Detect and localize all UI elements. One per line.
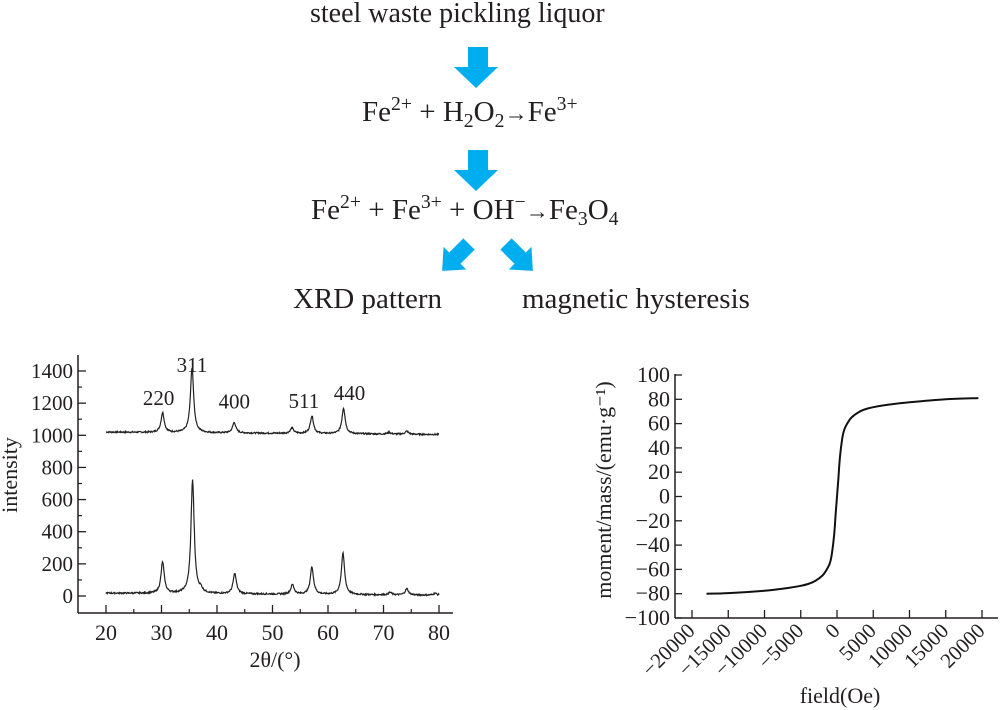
- xrd-y-tick-label: 1200: [31, 391, 73, 415]
- branch-label-magnetic: magnetic hysteresis: [522, 283, 750, 315]
- xrd-x-tick-label: 60: [317, 620, 339, 645]
- source-label: steel waste pickling liquor: [310, 0, 605, 29]
- xrd-y-tick-label: 200: [42, 552, 74, 576]
- eq2-o: O: [587, 194, 609, 226]
- hys-y-tick-label: −60: [636, 556, 670, 581]
- hys-y-tick-label: 80: [648, 386, 670, 411]
- hysteresis-curve: [706, 397, 979, 595]
- xrd-x-tick-label: 20: [95, 620, 117, 645]
- eq2-fe2: Fe: [311, 194, 340, 226]
- xrd-x-axis-title: 2θ/(°): [249, 647, 300, 672]
- hys-y-tick-label: −40: [636, 532, 670, 557]
- xrd-y-tick-label: 1400: [31, 359, 73, 383]
- branch-label-xrd: XRD pattern: [293, 283, 442, 315]
- xrd-peak-label: 511: [289, 389, 320, 413]
- down-arrow-icon: [454, 47, 498, 88]
- eq2-fe3: Fe: [391, 194, 421, 226]
- eq2-fe2-charge: 2+: [340, 191, 361, 214]
- xrd-y-axis-title: intensity: [0, 437, 22, 513]
- eq1-product-charge: 3+: [556, 93, 578, 116]
- xrd-y-tick-label: 800: [42, 455, 74, 479]
- down-arrow-icon: [454, 150, 498, 191]
- xrd-x-tick-label: 70: [373, 620, 395, 645]
- hys-y-tick-label: 100: [637, 362, 670, 387]
- eq1-o-sub: 2: [494, 109, 505, 132]
- xrd-y-tick-label: 600: [42, 488, 74, 512]
- eq2-plus2: +: [441, 194, 473, 226]
- xrd-series-lower: [105, 479, 440, 597]
- eq2-fe: Fe: [548, 194, 578, 226]
- eq1-fe-charge: 2+: [391, 93, 412, 116]
- xrd-y-tick-label: 0: [63, 584, 74, 608]
- xrd-peak-label: 220: [143, 386, 175, 410]
- hys-y-tick-label: 60: [648, 411, 670, 436]
- eq1-arrow: →: [504, 101, 528, 127]
- eq1-h: H: [442, 96, 464, 128]
- eq1-o: O: [473, 96, 495, 128]
- xrd-peak-label: 440: [334, 381, 366, 405]
- eq1-h-sub: 2: [463, 109, 474, 132]
- hys-y-tick-label: −100: [625, 605, 670, 630]
- xrd-x-tick-label: 40: [206, 620, 228, 645]
- hys-y-axis-title: moment/mass/(emu·g⁻¹): [591, 381, 616, 598]
- hys-x-axis-title: field(Oe): [800, 683, 881, 708]
- hys-x-tick-label: 0: [820, 619, 844, 643]
- eq1-fe: Fe: [362, 96, 391, 128]
- xrd-peak-label: 311: [177, 353, 208, 377]
- eq2-plus1: +: [360, 194, 392, 226]
- xrd-peak-label: 400: [218, 389, 250, 413]
- hys-y-tick-label: 20: [648, 459, 670, 484]
- eq2-oh-charge: −: [514, 191, 526, 214]
- eq2-fe-sub: 3: [577, 207, 588, 230]
- xrd-series-upper: [105, 367, 440, 437]
- xrd-x-tick-label: 30: [151, 620, 173, 645]
- xrd-y-tick-label: 1000: [31, 423, 73, 447]
- xrd-x-tick-label: 50: [262, 620, 284, 645]
- down-right-arrow-icon: [500, 238, 533, 271]
- hys-y-tick-label: −80: [636, 581, 670, 606]
- eq2-arrow: →: [525, 199, 549, 225]
- xrd-x-tick-label: 80: [428, 620, 450, 645]
- eq2-oh: OH: [472, 194, 515, 226]
- eq1-plus: +: [411, 96, 443, 128]
- flow-arrows: [442, 47, 533, 271]
- down-left-arrow-icon: [442, 238, 475, 271]
- eq1-product: Fe: [527, 96, 557, 128]
- reaction-oxidation: Fe2+ + H2O2→Fe3+: [362, 93, 578, 132]
- eq2-o-sub: 4: [608, 207, 619, 230]
- hys-y-tick-label: −20: [636, 508, 670, 533]
- reaction-precipitation: Fe2+ + Fe3+ + OH−→Fe3O4: [311, 191, 619, 230]
- xrd-y-tick-label: 400: [42, 520, 74, 544]
- hys-y-tick-label: 0: [659, 484, 670, 509]
- hys-y-tick-label: 40: [648, 435, 670, 460]
- eq2-fe3-charge: 3+: [420, 191, 442, 214]
